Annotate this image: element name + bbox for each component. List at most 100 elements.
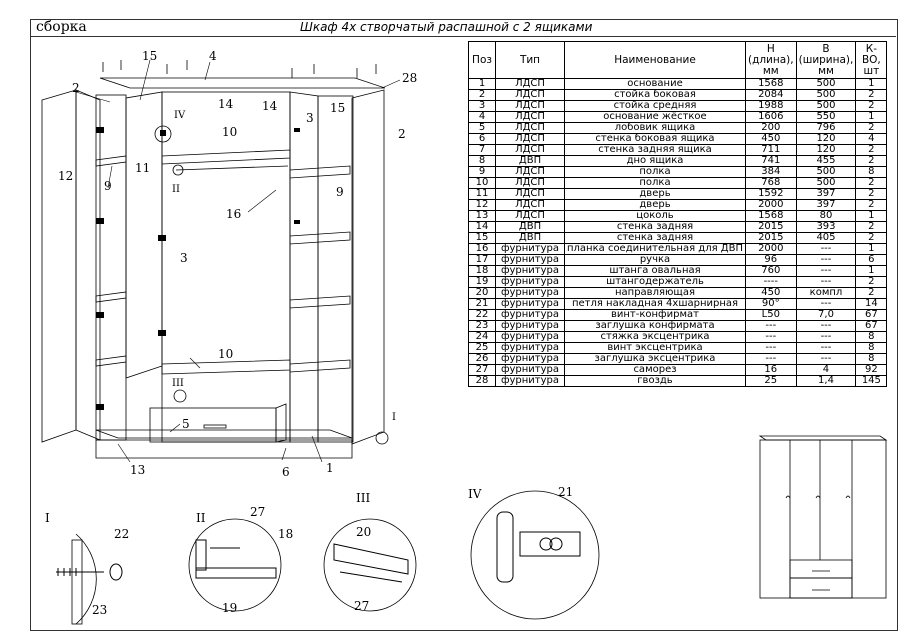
detail-iii: III 20 27	[323, 491, 417, 613]
drawer-handle	[203, 424, 227, 429]
parts-table-header: Поз Тип Наименование H (длина), мм B (ши…	[468, 41, 888, 79]
callout-15b: 15	[330, 101, 345, 115]
detail-i: I 22 23	[45, 511, 129, 625]
callout-12: 12	[58, 169, 73, 183]
middle-section	[161, 91, 291, 443]
left-section	[95, 94, 127, 441]
detail-ii-callout-19: 19	[222, 601, 237, 615]
detail-i-callout-22: 22	[114, 527, 129, 541]
callout-16: 16	[226, 207, 241, 221]
cell-b: 1,4	[795, 375, 857, 387]
callout-14a: 14	[218, 97, 234, 111]
col-b: B (ширина), мм	[795, 41, 857, 79]
callout-9b: 9	[336, 185, 344, 199]
sheet-label: сборка	[36, 19, 87, 35]
callout-3b: 3	[180, 251, 188, 265]
side-panel-left	[75, 89, 101, 441]
marker-ii: II	[172, 184, 180, 195]
callout-4: 4	[209, 49, 217, 63]
parts-table: Поз Тип Наименование H (длина), мм B (ши…	[468, 41, 888, 387]
col-h: H (длина), мм	[744, 41, 797, 79]
shelves	[95, 149, 353, 439]
detail-i-callout-23: 23	[92, 603, 107, 617]
detail-iv: IV 21	[468, 485, 600, 620]
callout-2b: 2	[398, 127, 406, 141]
callout-13: 13	[130, 463, 145, 477]
middle-stand-right	[289, 91, 319, 443]
callout-10a: 10	[222, 125, 237, 139]
view-marker-labels: IV II III I	[172, 110, 396, 423]
wardrobe-preview	[758, 435, 888, 599]
callout-11: 11	[135, 161, 150, 175]
callout-15a: 15	[142, 49, 157, 63]
callout-14b: 14	[262, 99, 278, 113]
callout-9a: 9	[104, 179, 112, 193]
detail-iv-callout-21: 21	[558, 485, 573, 499]
cell-qty: 145	[855, 375, 888, 387]
leader-lines	[75, 59, 401, 463]
cell-qty: 2	[855, 276, 888, 288]
sheet-title: Шкаф 4х створчатый распашной с 2 ящиками	[300, 20, 593, 34]
right-section	[317, 95, 354, 443]
cell-type: фурнитура	[495, 375, 565, 387]
door-inner-left	[125, 91, 163, 379]
callout-28: 28	[402, 71, 417, 85]
marker-iv: IV	[174, 110, 186, 121]
cell-type: ДВП	[495, 232, 565, 244]
callout-2a: 2	[72, 81, 80, 95]
detail-ii-callout-27: 27	[250, 505, 265, 519]
view-iii-marker	[173, 389, 187, 403]
view-iv-marker	[154, 125, 172, 143]
detail-iii-callout-20: 20	[356, 525, 371, 539]
detail-ii: II 27 18 19	[188, 505, 293, 615]
detail-iii-callout-27: 27	[354, 599, 369, 613]
top-panel	[99, 77, 386, 89]
drawer-side	[275, 403, 287, 443]
sheet-frame	[30, 19, 898, 631]
col-type: Тип	[495, 41, 565, 79]
callout-10b: 10	[218, 347, 233, 361]
callout-5: 5	[182, 417, 190, 431]
hinges	[96, 127, 300, 410]
top-screws	[102, 60, 377, 78]
callout-6: 6	[282, 465, 290, 479]
door-left-outer	[41, 89, 77, 443]
cell-name: гвоздь	[564, 375, 746, 387]
detail-i-label: I	[45, 511, 50, 525]
view-i-marker	[375, 431, 389, 445]
callout-labels: 15 4 28 2 2 14 14 15 3 10 11 9 9 12 16 3…	[58, 49, 417, 479]
view-ii-marker	[172, 164, 184, 176]
marker-i: I	[392, 412, 396, 423]
detail-ii-callout-18: 18	[278, 527, 293, 541]
detail-iii-label: III	[356, 491, 370, 505]
cell-qty: 2	[855, 188, 888, 200]
detail-ii-label: II	[196, 511, 206, 525]
side-panel-right	[351, 89, 385, 445]
detail-iv-label: IV	[468, 487, 482, 501]
callout-1: 1	[326, 461, 334, 475]
cell-type: фурнитура	[495, 243, 565, 255]
marker-iii: III	[172, 378, 184, 389]
header-divider	[30, 36, 896, 37]
clothes-rail	[175, 165, 289, 171]
col-name: Наименование	[564, 41, 746, 79]
callout-3a: 3	[306, 111, 314, 125]
plinth	[95, 439, 353, 459]
